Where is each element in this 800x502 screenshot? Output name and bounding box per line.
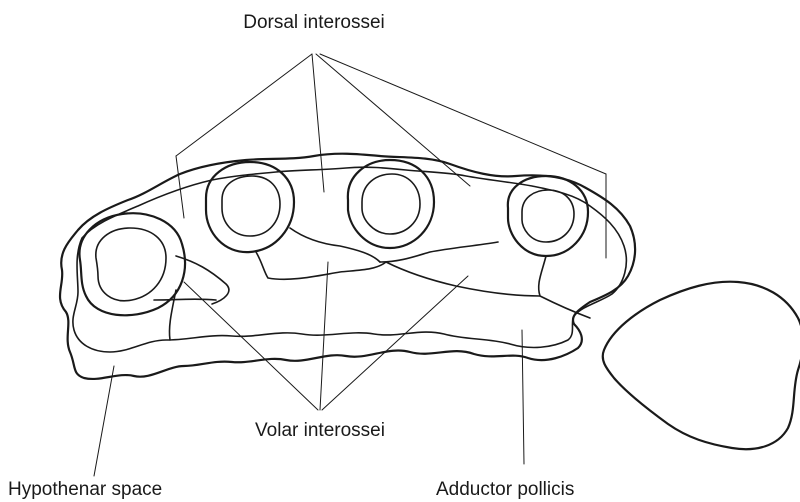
label-adductor-pollicis: Adductor pollicis	[436, 479, 574, 500]
hand-inner-contour	[73, 167, 626, 352]
septum-line-4	[256, 252, 386, 279]
metacarpal-4-inner	[222, 176, 280, 236]
septum-line-1	[176, 256, 229, 304]
adductor-pollicis-leader	[522, 330, 524, 464]
metacarpal-5-inner	[96, 228, 166, 301]
septum-line-3	[290, 228, 380, 262]
thumb-section	[603, 282, 800, 449]
metacarpal-2-inner	[522, 190, 574, 242]
label-volar-interossei: Volar interossei	[255, 420, 385, 441]
hypothenar-space-leader	[94, 366, 114, 476]
label-dorsal-interossei: Dorsal interossei	[243, 12, 385, 33]
hand-outer-contour	[60, 154, 635, 379]
metacarpal-3-outer	[348, 160, 434, 248]
metacarpal-2-outer	[508, 176, 588, 256]
metacarpal-3-inner	[362, 174, 420, 234]
septum-line-5	[380, 242, 498, 262]
label-hypothenar-space: Hypothenar space	[8, 479, 162, 500]
septum-line-2	[154, 299, 216, 300]
septum-line-6	[386, 262, 540, 296]
